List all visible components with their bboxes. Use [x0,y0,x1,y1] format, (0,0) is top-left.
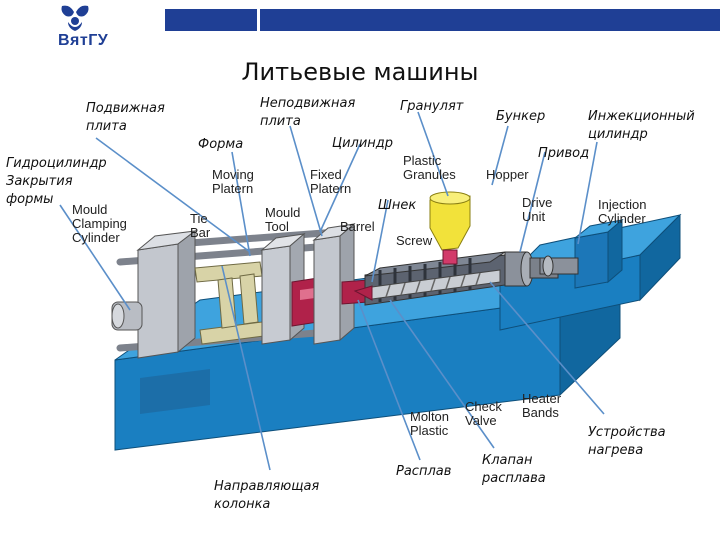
label-hopper-en: Hopper [486,168,529,182]
hopper [430,192,470,264]
label-granulate-ru: Гранулят [400,98,463,116]
label-drive-ru: Привод [538,145,589,163]
label-barrel-ru: Цилиндр [332,135,393,153]
label-barrel-en: Barrel [340,220,375,234]
label-screw-ru: Шнек [378,197,416,215]
label-hopper-ru: Бункер [496,108,545,126]
label-melt-ru: Расплав [396,463,451,481]
clamp-unit [112,231,195,358]
label-mould-ru: Форма [198,136,243,154]
label-screw-en: Screw [396,234,432,248]
